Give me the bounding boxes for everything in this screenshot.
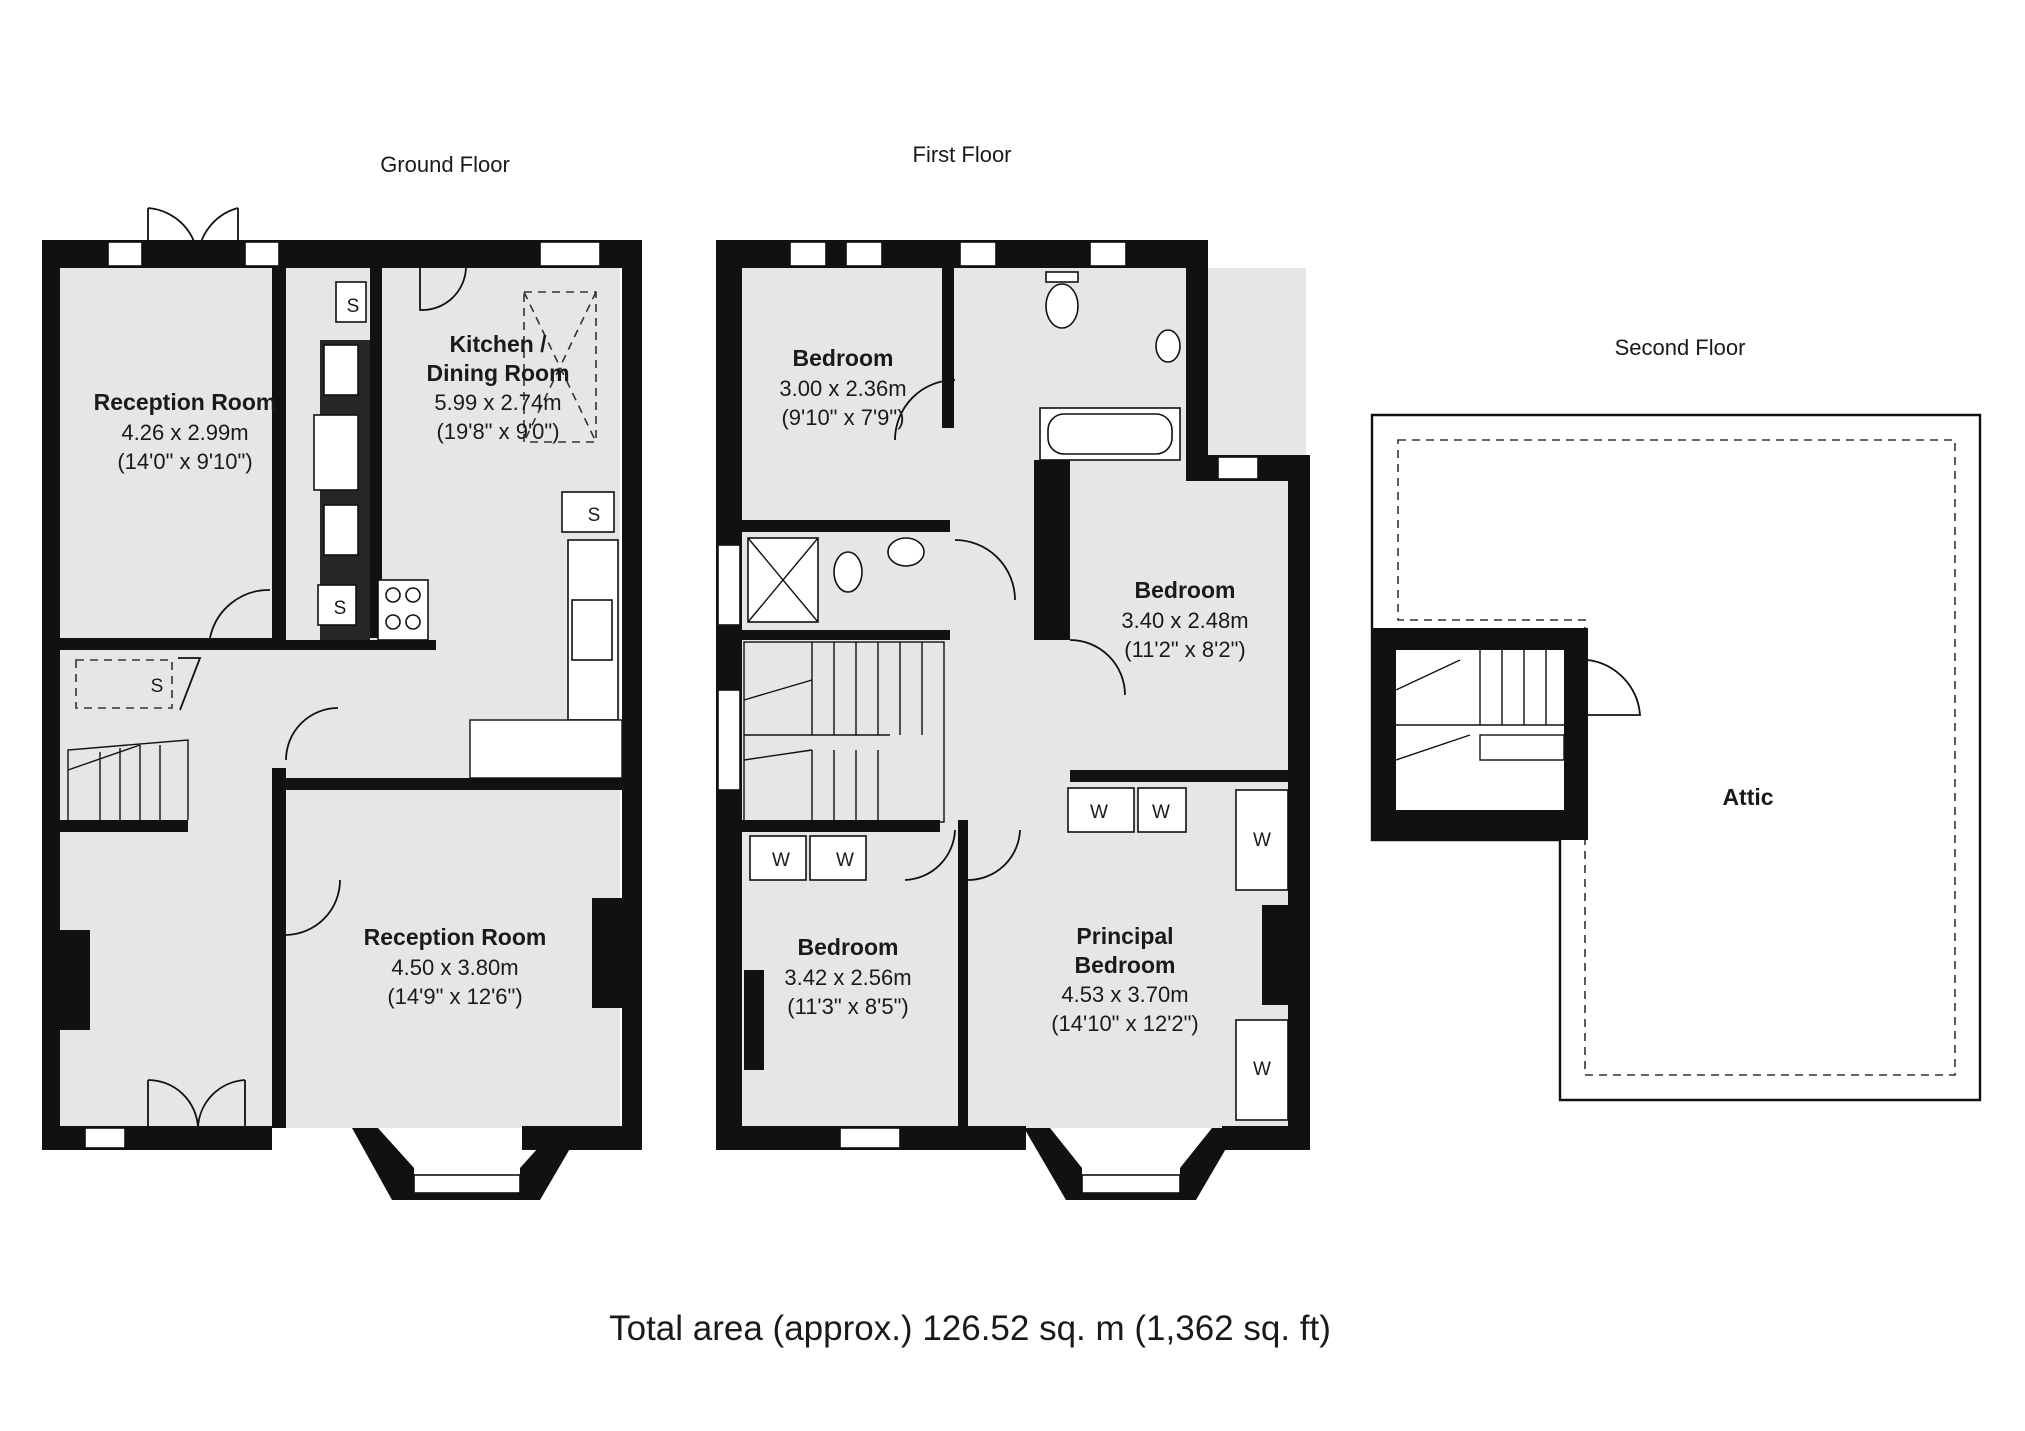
total-area: Total area (approx.) 126.52 sq. m (1,362…: [609, 1309, 1331, 1348]
bedroom-side-name: Bedroom: [1135, 577, 1236, 603]
bedroom-side-metric: 3.40 x 2.48m: [1121, 608, 1248, 633]
wardrobe-marker: W: [1090, 802, 1108, 823]
reception-room-back-imperial: (14'0" x 9'10"): [117, 449, 252, 474]
bedroom-rear-metric: 3.00 x 2.36m: [779, 376, 906, 401]
kitchen-imperial: (19'8" x 9'0"): [436, 419, 559, 444]
first-floor-title: First Floor: [913, 142, 1012, 167]
bedroom-side-imperial: (11'2" x 8'2"): [1124, 637, 1245, 662]
attic-name: Attic: [1722, 784, 1773, 810]
reception-room-front-name: Reception Room: [364, 924, 547, 950]
second-floor: [1370, 413, 1982, 1102]
bedroom-front-metric: 3.42 x 2.56m: [784, 965, 911, 990]
storage-marker: S: [334, 598, 347, 619]
wardrobe-marker: W: [1152, 802, 1170, 823]
bedroom-rear-name: Bedroom: [793, 345, 894, 371]
floor-titles: Ground Floor First Floor Second Floor: [380, 142, 1745, 360]
wardrobe-marker: W: [772, 850, 790, 871]
fixture-markers: S S S S W W W W W W: [151, 296, 1271, 1080]
bedroom-rear-imperial: (9'10" x 7'9"): [781, 405, 904, 430]
reception-room-back-metric: 4.26 x 2.99m: [121, 420, 248, 445]
kitchen-metric: 5.99 x 2.74m: [434, 390, 561, 415]
storage-marker: S: [151, 676, 164, 697]
first-floor: [716, 240, 1310, 1200]
principal-bedroom-imperial: (14'10" x 12'2"): [1051, 1011, 1199, 1036]
wardrobe-marker: W: [1253, 830, 1271, 851]
kitchen-name-line1: Kitchen /: [449, 331, 547, 357]
principal-bedroom-name-line2: Bedroom: [1075, 952, 1176, 978]
room-labels: Reception Room 4.26 x 2.99m (14'0" x 9'1…: [94, 331, 1774, 1036]
bedroom-front-imperial: (11'3" x 8'5"): [787, 994, 908, 1019]
reception-room-back-name: Reception Room: [94, 389, 277, 415]
ground-floor-title: Ground Floor: [380, 152, 510, 177]
reception-room-front-imperial: (14'9" x 12'6"): [387, 984, 522, 1009]
kitchen-name-line2: Dining Room: [426, 360, 569, 386]
wardrobe-marker: W: [1253, 1059, 1271, 1080]
principal-bedroom-metric: 4.53 x 3.70m: [1061, 982, 1188, 1007]
second-floor-title: Second Floor: [1615, 335, 1746, 360]
storage-marker: S: [588, 505, 601, 526]
ground-floor: [42, 207, 642, 1200]
bedroom-front-name: Bedroom: [798, 934, 899, 960]
reception-room-front-metric: 4.50 x 3.80m: [391, 955, 518, 980]
wardrobe-marker: W: [836, 850, 854, 871]
principal-bedroom-name-line1: Principal: [1076, 923, 1173, 949]
storage-marker: S: [347, 296, 360, 317]
